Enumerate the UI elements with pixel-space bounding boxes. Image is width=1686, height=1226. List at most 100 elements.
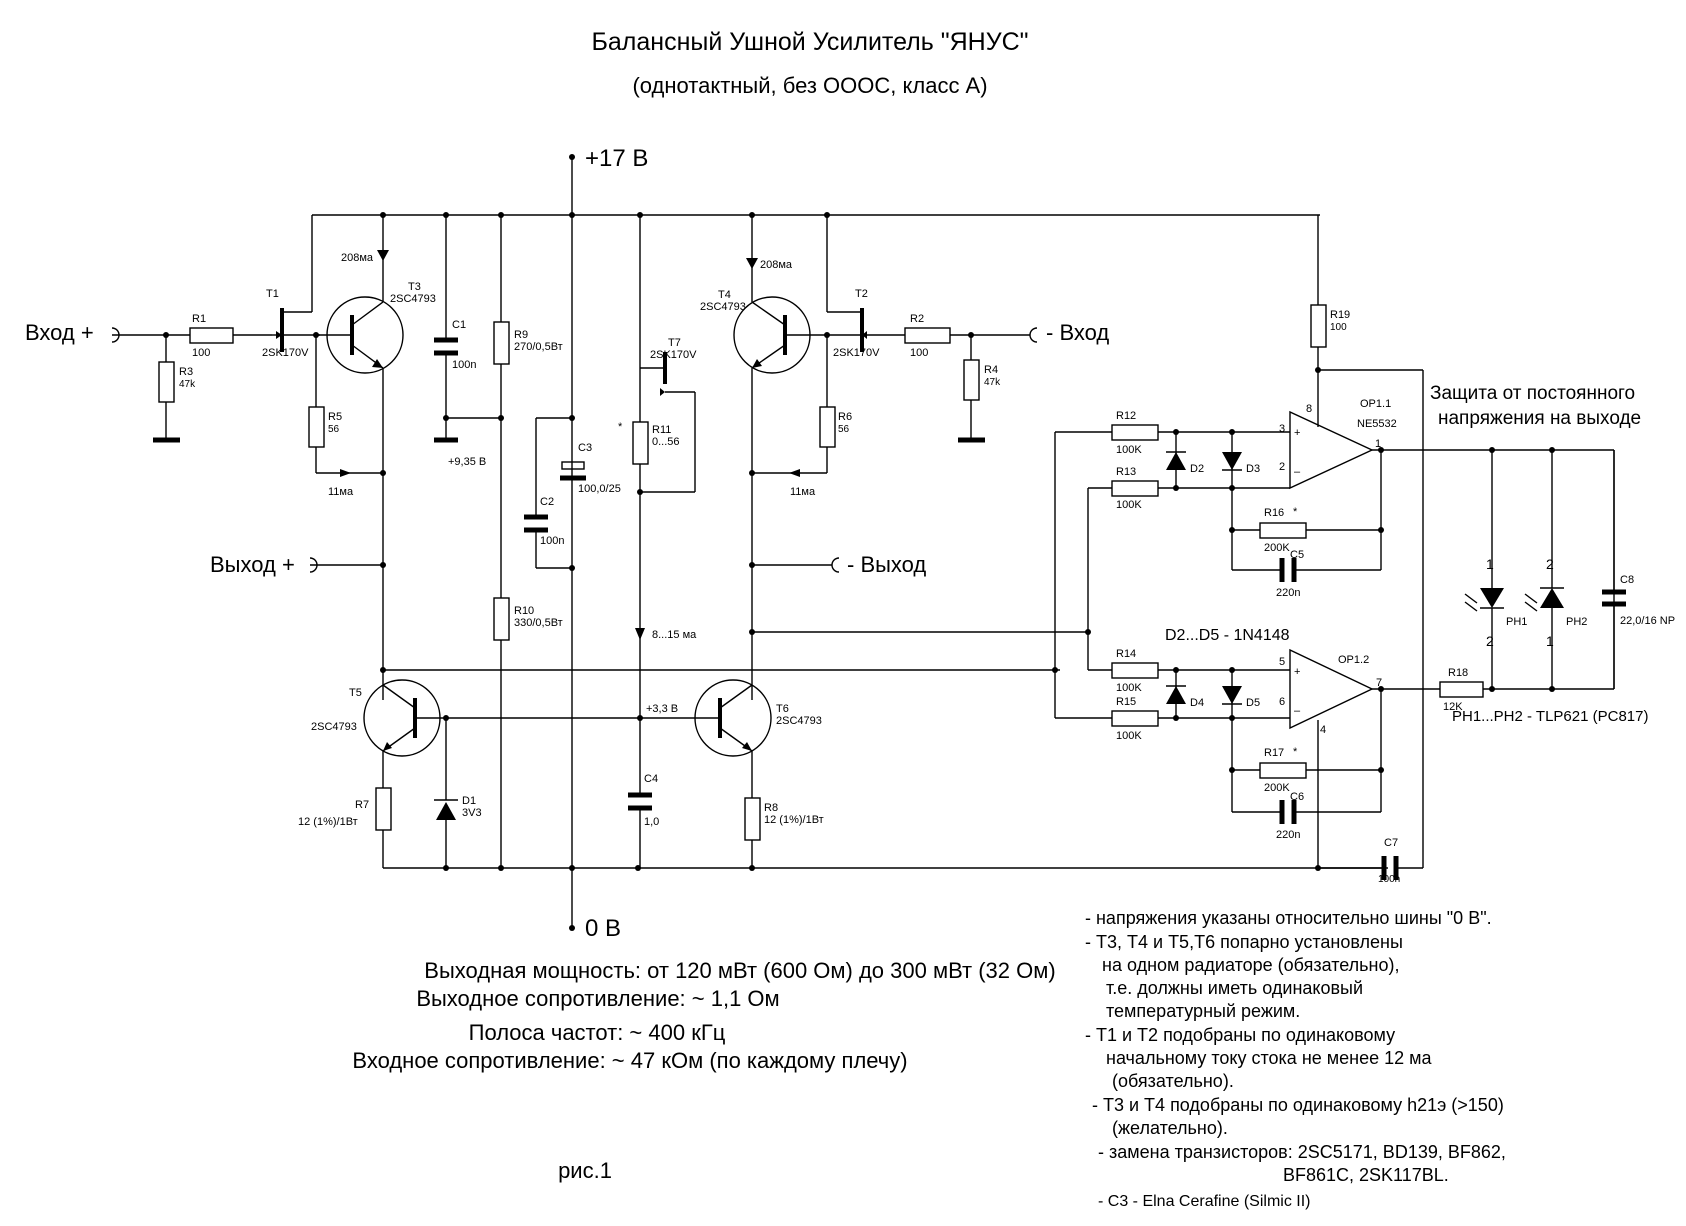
- R16: R16 200K *: [1232, 506, 1381, 554]
- svg-text:2SK170V: 2SK170V: [650, 349, 697, 361]
- svg-text:T1: T1: [266, 288, 279, 300]
- svg-text:R9: R9: [514, 329, 528, 341]
- D4: D4: [1166, 670, 1204, 718]
- svg-text:47k: 47k: [179, 379, 196, 390]
- svg-text:0...56: 0...56: [652, 436, 680, 448]
- T7: T7 2SK170V: [639, 215, 697, 492]
- svg-text:56: 56: [838, 424, 850, 435]
- R5: R5 56 11ма: [308, 335, 383, 498]
- svg-text:(желательно).: (желательно).: [1112, 1118, 1228, 1138]
- R4: R4 47k: [958, 335, 1001, 443]
- spec-in-resistance: Входное сопротивление: ~ 47 кОм (по кажд…: [352, 1048, 907, 1073]
- svg-text:*: *: [1293, 746, 1298, 758]
- svg-text:1: 1: [1546, 633, 1554, 649]
- figure-caption: рис.1: [558, 1158, 612, 1183]
- svg-text:Защита от постоянного: Защита от постоянного: [1430, 383, 1635, 404]
- svg-text:R10: R10: [514, 605, 534, 617]
- R18: R18 12K: [1439, 667, 1614, 713]
- svg-text:D2...D5 - 1N4148: D2...D5 - 1N4148: [1165, 627, 1290, 644]
- output-minus-label: - Выход: [847, 552, 926, 577]
- svg-text:- замена транзисторов: 2SC5171: - замена транзисторов: 2SC5171, BD139, B…: [1098, 1142, 1506, 1162]
- C5: C5 220n: [1232, 549, 1381, 599]
- notes: - напряжения указаны относительно шины "…: [1085, 908, 1506, 1210]
- svg-text:1: 1: [1486, 556, 1494, 572]
- svg-text:2SC4793: 2SC4793: [390, 293, 436, 305]
- svg-text:начальному току стока не менее: начальному току стока не менее 12 ма: [1106, 1048, 1433, 1068]
- svg-text:8: 8: [1306, 403, 1312, 415]
- svg-text:3V3: 3V3: [462, 807, 482, 819]
- R1: R1 100: [189, 313, 234, 359]
- svg-text:R14: R14: [1116, 648, 1136, 660]
- svg-text:R1: R1: [192, 313, 206, 325]
- svg-text:(обязательно).: (обязательно).: [1112, 1071, 1234, 1091]
- svg-text:2SC4793: 2SC4793: [776, 715, 822, 727]
- R2: R2 100: [904, 313, 951, 359]
- svg-text:OP1.1: OP1.1: [1360, 398, 1391, 410]
- svg-text:PH1: PH1: [1506, 616, 1527, 628]
- C1: C1 100n: [434, 215, 476, 443]
- svg-text:2: 2: [1546, 556, 1554, 572]
- svg-text:100: 100: [192, 347, 210, 359]
- svg-text:R5: R5: [328, 411, 342, 423]
- R3: R3 47k: [153, 335, 196, 443]
- svg-text:R19: R19: [1330, 309, 1350, 321]
- svg-text:8...15 ма: 8...15 ма: [652, 629, 697, 641]
- svg-text:11ма: 11ма: [328, 486, 354, 498]
- svg-text:T7: T7: [668, 337, 681, 349]
- C3: C3 100,0/25: [560, 442, 621, 495]
- D5: D5: [1222, 670, 1260, 718]
- svg-text:12 (1%)/1Вт: 12 (1%)/1Вт: [764, 814, 824, 826]
- R10: R10 330/0,5Вт: [493, 597, 563, 868]
- svg-text:2SC4793: 2SC4793: [311, 721, 357, 733]
- output-plus-label: Выход +: [210, 552, 295, 577]
- svg-text:330/0,5Вт: 330/0,5Вт: [514, 617, 563, 629]
- R11: R11 0...56 *: [618, 368, 695, 493]
- svg-text:T4: T4: [718, 289, 731, 301]
- T2: T2 2SK170V: [826, 215, 905, 359]
- R17: R17 200K *: [1232, 746, 1381, 794]
- svg-text:220n: 220n: [1276, 829, 1300, 841]
- svg-text:R8: R8: [764, 802, 778, 814]
- svg-text:- Т1 и Т2 подобраны по одинако: - Т1 и Т2 подобраны по одинаковому: [1085, 1025, 1395, 1045]
- svg-text:200K: 200K: [1264, 782, 1290, 794]
- svg-text:12 (1%)/1Вт: 12 (1%)/1Вт: [298, 816, 358, 828]
- svg-text:- Т3 и Т4 подобраны по одинако: - Т3 и Т4 подобраны по одинаковому h21э …: [1092, 1095, 1504, 1115]
- T6: T6 2SC4793: [640, 679, 822, 798]
- D2: D2: [1166, 432, 1204, 488]
- arrow-208-right: [746, 258, 758, 269]
- svg-text:+: +: [1294, 427, 1300, 439]
- title: Балансный Ушной Усилитель "ЯНУС": [591, 28, 1028, 56]
- svg-text:R13: R13: [1116, 466, 1136, 478]
- svg-text:–: –: [1294, 466, 1301, 478]
- C4: C4 1,0: [628, 773, 659, 868]
- svg-text:- С3 - Elna Cerafine (Silmic I: - С3 - Elna Cerafine (Silmic II): [1098, 1193, 1311, 1210]
- zero-rail: 0 В: [383, 215, 1388, 942]
- R14: R14 100K: [1088, 648, 1290, 694]
- svg-text:100: 100: [910, 347, 928, 359]
- output-plus-connector: Выход +: [210, 552, 383, 577]
- D3: D3: [1222, 432, 1260, 488]
- OP11: + – OP1.1 NE5532 8 3 2 1: [1279, 398, 1397, 490]
- input-plus-connector: Вход +: [25, 320, 190, 345]
- svg-text:+9,35 В: +9,35 В: [448, 456, 486, 468]
- svg-text:NE5532: NE5532: [1357, 418, 1397, 430]
- svg-text:на одном радиаторе (обязательн: на одном радиаторе (обязательно),: [1102, 955, 1399, 975]
- spec-bandwidth: Полоса частот: ~ 400 кГц: [469, 1020, 726, 1045]
- R15: R15 100K: [1055, 696, 1290, 742]
- svg-text:T2: T2: [855, 288, 868, 300]
- svg-text:11ма: 11ма: [790, 486, 816, 498]
- svg-text:OP1.2: OP1.2: [1338, 654, 1369, 666]
- svg-text:- напряжения указаны относител: - напряжения указаны относительно шины "…: [1085, 908, 1492, 928]
- svg-text:220n: 220n: [1276, 587, 1300, 599]
- svg-text:2SC4793: 2SC4793: [700, 301, 746, 313]
- svg-text:C6: C6: [1290, 791, 1304, 803]
- R7: R7 12 (1%)/1Вт: [298, 787, 392, 868]
- subtitle: (однотактный, без ОООС, класс А): [632, 73, 987, 98]
- svg-text:200K: 200K: [1264, 542, 1290, 554]
- svg-text:R17: R17: [1264, 747, 1284, 759]
- C6: C6 220n: [1232, 791, 1381, 841]
- svg-text:R3: R3: [179, 366, 193, 378]
- svg-text:1: 1: [1375, 438, 1381, 450]
- input-minus-label: - Вход: [1046, 320, 1109, 345]
- input-plus-label: Вход +: [25, 320, 94, 345]
